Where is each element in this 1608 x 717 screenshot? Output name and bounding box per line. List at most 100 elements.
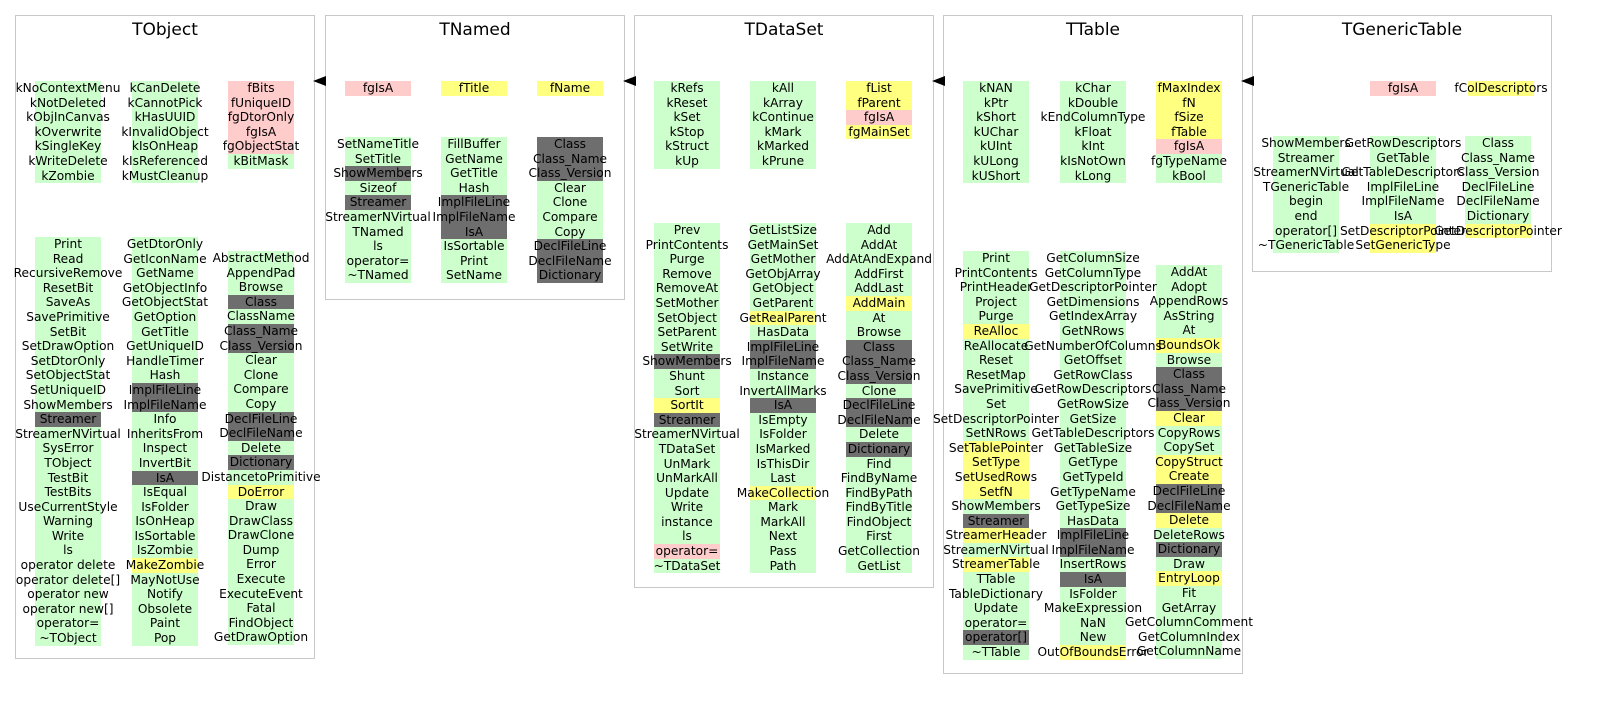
member-highlight: [34, 528, 101, 544]
member-highlight: [750, 252, 817, 267]
member-highlight: [228, 367, 295, 383]
member-item: RecursiveRemove: [14, 266, 122, 281]
member-item: kBool: [1156, 168, 1223, 184]
member-highlight: [1369, 150, 1436, 166]
member-item: Hash: [441, 180, 508, 196]
member-highlight: [846, 281, 912, 296]
member-highlight: [131, 601, 198, 617]
member-label: Dictionary: [1466, 208, 1530, 223]
member-item: IsA: [1369, 208, 1436, 224]
member-item: SetDescriptorPointer: [932, 411, 1060, 427]
member-item: GetIndexArray: [1049, 309, 1137, 324]
member-item: SetfN: [962, 484, 1029, 500]
member-highlight: [750, 427, 817, 442]
member-label: GetParent: [752, 295, 814, 310]
member-item: IsFolder: [1060, 586, 1127, 602]
member-label: kBool: [1172, 168, 1206, 183]
member-item: GetTypeSize: [1056, 499, 1130, 514]
member-highlight: [750, 368, 817, 384]
member-highlight: [35, 339, 102, 354]
member-label: RemoveAt: [655, 281, 719, 296]
member-label: IsEmpty: [758, 412, 808, 427]
member-label: kStruct: [665, 139, 709, 154]
member-item: AppendRows: [1150, 294, 1228, 309]
member-item: SavePrimitive: [26, 309, 110, 325]
member-item: Browse: [1155, 352, 1222, 368]
member-item: MarkAll: [749, 514, 816, 530]
member-item: GetType: [1060, 455, 1127, 470]
member-label: SetWrite: [660, 339, 714, 354]
member-label: FindByName: [840, 471, 918, 486]
member-item: IsSortable: [440, 239, 507, 254]
member-highlight: [962, 499, 1029, 514]
member-item: SaveAs: [35, 295, 102, 310]
member-label: SetDescriptorPointer: [1339, 223, 1467, 238]
member-item: Update: [653, 485, 720, 501]
member-item: DistancetoPrimitive: [201, 469, 321, 485]
member-label: FindObject: [228, 615, 294, 630]
member-highlight: [846, 471, 913, 486]
member-highlight: [228, 513, 295, 529]
member-highlight: [228, 542, 295, 558]
member-item: Class_Name: [533, 151, 607, 167]
member-label: InsertRows: [1059, 557, 1127, 572]
member-item: kUShort: [963, 168, 1030, 184]
member-item: Class: [536, 137, 603, 152]
member-label: SaveAs: [45, 295, 91, 310]
member-highlight: [845, 354, 912, 369]
member-highlight: [34, 455, 101, 471]
member-label: DeclFileName: [837, 412, 921, 427]
member-highlight: [345, 195, 412, 210]
member-label: Write: [51, 528, 85, 543]
member-label: FindByPath: [845, 485, 913, 500]
member-label: AddAt: [1170, 265, 1208, 279]
member-item: fBits: [227, 81, 294, 96]
member-label: AddFirst: [854, 266, 904, 281]
member-label: operator=: [36, 616, 100, 631]
member-highlight: [441, 209, 508, 225]
member-highlight: [654, 310, 721, 326]
member-label: Shunt: [669, 368, 705, 383]
member-highlight: [1060, 630, 1127, 646]
member-highlight: [653, 354, 720, 369]
member-highlight: [1059, 95, 1126, 111]
member-highlight: [1059, 601, 1126, 616]
member-highlight: [1060, 280, 1127, 295]
member-item: GetMainSet: [748, 237, 818, 253]
member-label: MakeExpression: [1043, 601, 1143, 616]
member-item: IsFolder: [132, 499, 199, 515]
member-highlight: [536, 151, 603, 167]
member-label: Fatal: [246, 601, 276, 616]
member-highlight: [34, 124, 101, 140]
member-highlight: [653, 95, 720, 111]
member-item: kNoContextMenu: [16, 81, 120, 96]
member-highlight: [131, 382, 198, 398]
member-label: GetIconName: [123, 251, 207, 266]
member-highlight: [1059, 251, 1126, 266]
member-item: DeclFileLine: [1153, 483, 1225, 499]
member-label: MarkAll: [760, 514, 806, 529]
member-highlight: [132, 324, 199, 340]
member-label: Copy: [554, 224, 586, 239]
member-highlight: [228, 557, 295, 573]
member-highlight: [1060, 499, 1127, 514]
member-highlight: [440, 253, 507, 269]
inheritance-arrow-tnamed-tobject: [313, 76, 326, 86]
member-label: SortIt: [670, 398, 704, 413]
member-item: Fit: [1155, 586, 1222, 601]
member-item: ~TNamed: [344, 268, 411, 283]
member-label: ShowMembers: [642, 354, 732, 369]
member-highlight: [749, 266, 816, 282]
member-label: GetCollection: [837, 544, 920, 559]
member-label: SetDescriptorPointer: [932, 411, 1060, 426]
member-highlight: [34, 95, 101, 111]
member-item: SetNRows: [963, 426, 1030, 441]
member-item: kNotDeleted: [30, 95, 106, 111]
